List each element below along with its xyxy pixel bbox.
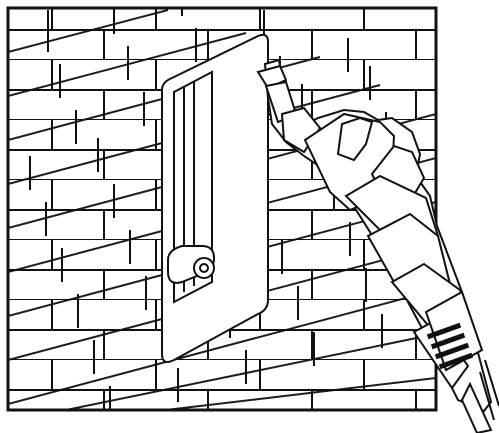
tool-vent-lines [426, 322, 474, 370]
oscillating-multi-tool-icon [256, 58, 499, 433]
frame-border [6, 6, 438, 412]
wall-opening-with-pipe-icon [161, 33, 269, 363]
